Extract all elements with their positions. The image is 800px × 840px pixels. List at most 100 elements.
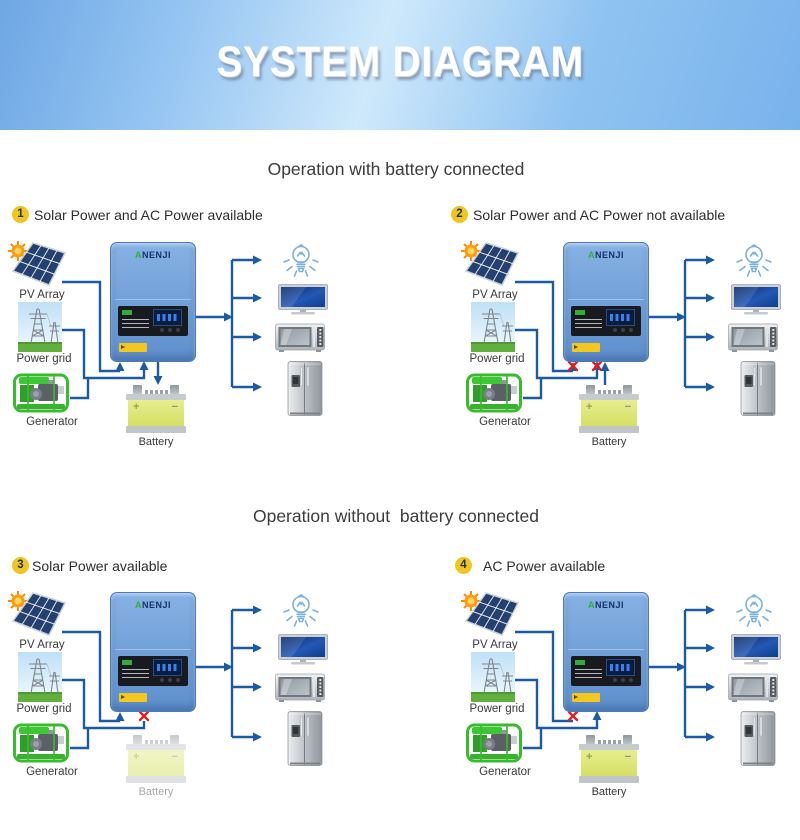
generator-icon xyxy=(466,723,522,763)
inverter-control-panel xyxy=(571,306,641,336)
battery-icon: +− xyxy=(126,385,186,433)
inverter-brand-logo: ANENJI xyxy=(134,250,171,260)
light-bulb-icon xyxy=(283,244,319,277)
inverter: ANENJI xyxy=(110,242,196,362)
inverter-lcd-display xyxy=(606,659,635,676)
scenario-label-1: 1 Solar Power and AC Power available xyxy=(12,206,263,224)
pv-array-label: PV Array xyxy=(19,639,65,651)
battery-label: Battery xyxy=(591,436,627,448)
solar-input-wire xyxy=(62,280,125,373)
battery-plus-terminal: + xyxy=(133,751,140,763)
battery-minus-terminal: − xyxy=(624,751,631,763)
light-bulb-icon xyxy=(736,244,772,277)
generator-icon xyxy=(13,723,69,763)
pv-array-label: PV Array xyxy=(472,289,518,301)
generator-label: Generator xyxy=(479,416,531,428)
scenario-number-badge: 1 xyxy=(12,206,29,224)
microwave-icon xyxy=(275,673,326,703)
tv-icon xyxy=(731,284,781,315)
solar-input-wire xyxy=(62,630,125,723)
power-grid-icon xyxy=(18,652,62,702)
scenario-text: Solar Power and AC Power available xyxy=(34,206,263,223)
scenario-text: AC Power available xyxy=(483,557,606,574)
battery-icon-disconnected: +− xyxy=(126,735,186,783)
fridge-icon xyxy=(287,711,323,766)
generator-icon xyxy=(466,373,522,413)
battery-plus-terminal: + xyxy=(586,751,593,763)
generator-label: Generator xyxy=(26,416,78,428)
output-wires xyxy=(196,605,262,742)
scenario-text: Solar Power and AC Power not available xyxy=(473,206,726,223)
inverter-lcd-display xyxy=(153,309,182,326)
inverter-brand-logo: ANENJI xyxy=(587,600,624,610)
microwave-icon xyxy=(728,673,779,703)
fridge-icon xyxy=(287,361,323,416)
page-header: SYSTEM DIAGRAM xyxy=(0,0,800,130)
x-mark-ac-icon xyxy=(138,710,150,722)
battery-charge-wire xyxy=(153,362,163,385)
ac-input-wire xyxy=(515,678,602,750)
scenario-number-badge: 4 xyxy=(455,557,472,575)
tv-icon xyxy=(731,634,781,665)
warning-label-icon xyxy=(119,343,147,352)
power-grid-label: Power grid xyxy=(469,353,525,365)
light-bulb-icon xyxy=(283,594,319,627)
battery-icon-disconnected: +− xyxy=(579,735,639,783)
tv-icon xyxy=(278,634,328,665)
diagram-canvas xyxy=(7,240,328,416)
inverter-control-panel xyxy=(118,656,188,686)
inverter: ANENJI xyxy=(563,592,649,712)
diagram-canvas xyxy=(460,240,781,416)
output-wires xyxy=(649,255,715,392)
pv-array-icon xyxy=(460,590,519,636)
inverter-lcd-display xyxy=(153,659,182,676)
x-mark-solar-icon xyxy=(567,360,579,372)
inverter-control-panel xyxy=(118,306,188,336)
scenario-label-2: 2 Solar Power and AC Power not available xyxy=(451,206,725,224)
x-mark-ac-icon xyxy=(591,360,603,372)
ac-input-wire xyxy=(62,328,149,400)
scenario-number-badge: 3 xyxy=(12,557,29,575)
battery-plus-terminal: + xyxy=(133,401,140,413)
tv-icon xyxy=(278,284,328,315)
power-grid-icon xyxy=(471,652,515,702)
inverter: ANENJI xyxy=(110,592,196,712)
diagram-canvas xyxy=(7,590,328,766)
fridge-icon xyxy=(740,361,776,416)
generator-label: Generator xyxy=(479,766,531,778)
ac-input-wire xyxy=(62,678,146,750)
generator-label: Generator xyxy=(26,766,78,778)
scenario-label-4: 4 AC Power available xyxy=(455,557,605,575)
warning-label-icon xyxy=(572,693,600,702)
power-grid-label: Power grid xyxy=(16,703,72,715)
inverter: ANENJI xyxy=(563,242,649,362)
warning-label-icon xyxy=(572,343,600,352)
battery-minus-terminal: − xyxy=(171,401,178,413)
inverter-brand-logo: ANENJI xyxy=(134,600,171,610)
page-title: SYSTEM DIAGRAM xyxy=(216,38,584,86)
warning-label-icon xyxy=(119,693,147,702)
diagram-panel-3: ANENJI +− PV Array Power grid Generator … xyxy=(0,590,345,840)
diagram-panel-2: ANENJI +− PV Array Power grid Generator … xyxy=(453,240,798,490)
generator-icon xyxy=(13,373,69,413)
battery-label: Battery xyxy=(138,436,174,448)
output-wires xyxy=(649,605,715,742)
power-grid-icon xyxy=(471,302,515,352)
inverter-lcd-display xyxy=(606,309,635,326)
pv-array-label: PV Array xyxy=(472,639,518,651)
diagram-canvas xyxy=(460,590,781,766)
power-grid-icon xyxy=(18,302,62,352)
battery-discharge-wire xyxy=(600,362,610,385)
pv-array-icon xyxy=(460,240,519,286)
battery-label: Battery xyxy=(138,786,174,798)
fridge-icon xyxy=(740,711,776,766)
section-heading-without-battery: Operation without battery connected xyxy=(252,506,539,526)
scenario-text: Solar Power available xyxy=(32,557,168,574)
power-grid-label: Power grid xyxy=(16,353,72,365)
microwave-icon xyxy=(275,323,326,353)
scenario-number-badge: 2 xyxy=(451,206,468,224)
diagram-panel-1: ANENJI +− PV Array Power grid Generator … xyxy=(0,240,345,490)
battery-minus-terminal: − xyxy=(624,401,631,413)
power-grid-label: Power grid xyxy=(469,703,525,715)
output-wires xyxy=(196,255,262,392)
